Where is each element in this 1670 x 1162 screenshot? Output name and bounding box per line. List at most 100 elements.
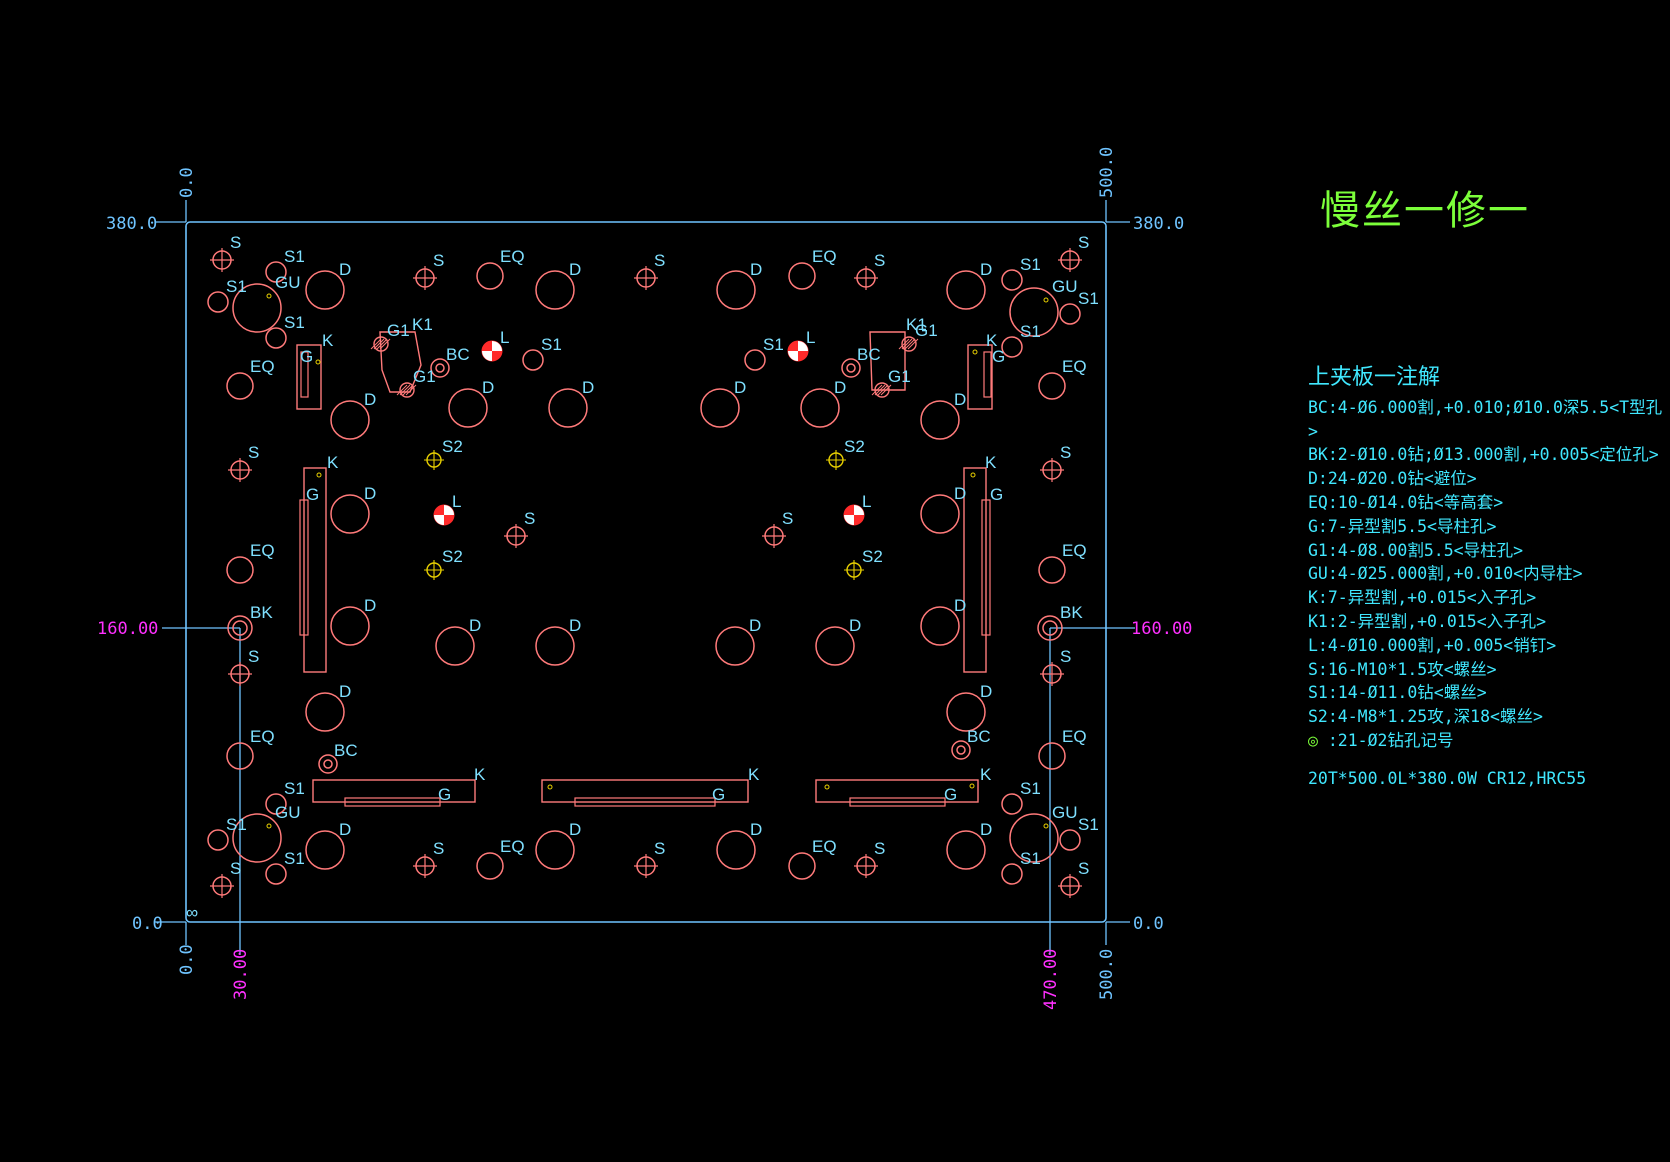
hole-label: G bbox=[300, 347, 313, 366]
hole-label: S1 bbox=[284, 849, 305, 868]
hole-label: EQ bbox=[500, 247, 525, 266]
dim-x500-bottom: 500.0 bbox=[1097, 949, 1117, 1000]
hole-label: L bbox=[806, 328, 815, 347]
d-hole bbox=[920, 606, 960, 646]
d-hole bbox=[535, 830, 575, 870]
hole-label: D bbox=[750, 260, 762, 279]
g1-hole bbox=[874, 382, 890, 398]
s1-hole bbox=[522, 349, 544, 371]
hole-label: L bbox=[862, 492, 871, 511]
hole-label: S1 bbox=[1020, 849, 1041, 868]
note-line: G1:4-Ø8.00割5.5<导柱孔> bbox=[1308, 540, 1524, 560]
eq-hole bbox=[476, 262, 504, 290]
bk-hole bbox=[1037, 615, 1063, 641]
hole-label: K bbox=[985, 453, 997, 472]
s1-hole bbox=[1001, 269, 1023, 291]
hole-label: K1 bbox=[906, 315, 927, 334]
target-mark bbox=[1043, 297, 1049, 303]
g1-hatch bbox=[907, 338, 919, 350]
hole-label: D bbox=[569, 616, 581, 635]
hole-label: S bbox=[654, 251, 665, 270]
hole-label: BC bbox=[334, 741, 358, 760]
bk-hole-inner bbox=[232, 620, 248, 636]
hole-label: EQ bbox=[250, 357, 275, 376]
hole-label: D bbox=[954, 596, 966, 615]
g1-hatch bbox=[871, 384, 883, 396]
hole-label: D bbox=[834, 378, 846, 397]
note-line: S1:14-Ø11.0钻<螺丝> bbox=[1308, 683, 1487, 703]
hole-label: D bbox=[749, 616, 761, 635]
hole-label: S1 bbox=[284, 247, 305, 266]
g1-hole bbox=[399, 382, 415, 398]
note-line: S2:4-M8*1.25攻,深18<螺丝> bbox=[1308, 707, 1543, 727]
hole-label: L bbox=[500, 328, 509, 347]
hole-label: D bbox=[339, 682, 351, 701]
l-dowel-quadrant bbox=[854, 505, 864, 515]
l-dowel-quadrant bbox=[844, 515, 854, 525]
hole-label: S1 bbox=[226, 815, 247, 834]
hole-label: K bbox=[986, 331, 998, 350]
l-dowel-quadrant bbox=[492, 341, 502, 351]
hole-label: S bbox=[433, 251, 444, 270]
hole-label: GU bbox=[1052, 803, 1078, 822]
target-mark-icon: ◎ bbox=[1308, 730, 1318, 750]
s1-hole bbox=[1059, 303, 1081, 325]
hole-label: D bbox=[750, 820, 762, 839]
eq-hole bbox=[1038, 372, 1066, 400]
g1-hatch bbox=[898, 338, 910, 350]
hole-label: BK bbox=[250, 603, 273, 622]
dim-x500-top: 500.0 bbox=[1097, 147, 1117, 198]
hole-label: G bbox=[438, 785, 451, 804]
s1-hole bbox=[1001, 863, 1023, 885]
dim-380-left: 380.0 bbox=[106, 214, 157, 234]
hole-label: D bbox=[954, 390, 966, 409]
hole-label: EQ bbox=[500, 837, 525, 856]
hole-label: D bbox=[469, 616, 481, 635]
hole-label: EQ bbox=[250, 727, 275, 746]
hole-label: K bbox=[322, 331, 334, 350]
hole-label: EQ bbox=[250, 541, 275, 560]
note-line-mark: ◎ :21-Ø2钻孔记号 bbox=[1308, 730, 1454, 750]
g-hatch-bars bbox=[299, 351, 992, 807]
hole-label: S1 bbox=[1020, 779, 1041, 798]
dim-160-right: 160.00 bbox=[1131, 619, 1192, 639]
bc-hole-inner bbox=[956, 745, 966, 755]
hole-label: S2 bbox=[862, 547, 883, 566]
hole-label: S bbox=[1078, 233, 1089, 252]
eq-hole bbox=[788, 852, 816, 880]
hole-label: D bbox=[364, 596, 376, 615]
s1-hole bbox=[265, 261, 287, 283]
d-hole bbox=[535, 270, 575, 310]
g1-hole bbox=[373, 336, 389, 352]
l-dowel-quadrant bbox=[434, 515, 444, 525]
l-dowel-quadrant bbox=[444, 505, 454, 515]
hole-label: G bbox=[990, 485, 1003, 504]
s1-hole bbox=[207, 291, 229, 313]
dim-x470: 470.00 bbox=[1041, 949, 1061, 1010]
d-hole bbox=[946, 830, 986, 870]
d-hole bbox=[946, 692, 986, 732]
eq-hole bbox=[226, 556, 254, 584]
d-hole bbox=[305, 270, 345, 310]
bk-hole bbox=[227, 615, 253, 641]
hole-label: S bbox=[524, 509, 535, 528]
hole-label: D bbox=[364, 484, 376, 503]
gu-hole bbox=[232, 283, 282, 333]
hole-label: G1 bbox=[888, 367, 911, 386]
hole-label: D bbox=[980, 682, 992, 701]
dim-380-right: 380.0 bbox=[1133, 214, 1184, 234]
annotation-notes: 上夹板一注解 BC:4-Ø6.000割,+0.010;Ø10.0深5.5<T型孔… bbox=[1308, 366, 1670, 791]
hole-label: G1 bbox=[915, 321, 938, 340]
hole-label: EQ bbox=[1062, 727, 1087, 746]
hole-label: S1 bbox=[226, 277, 247, 296]
g1-hole bbox=[901, 336, 917, 352]
dim-x30: 30.00 bbox=[231, 949, 251, 1000]
hole-label: G1 bbox=[387, 321, 410, 340]
target-mark bbox=[824, 784, 830, 790]
hole-label: S bbox=[1060, 443, 1071, 462]
g1-hatch bbox=[399, 384, 411, 396]
hole-label: S bbox=[874, 839, 885, 858]
eq-hole bbox=[226, 372, 254, 400]
d-hole bbox=[548, 388, 588, 428]
